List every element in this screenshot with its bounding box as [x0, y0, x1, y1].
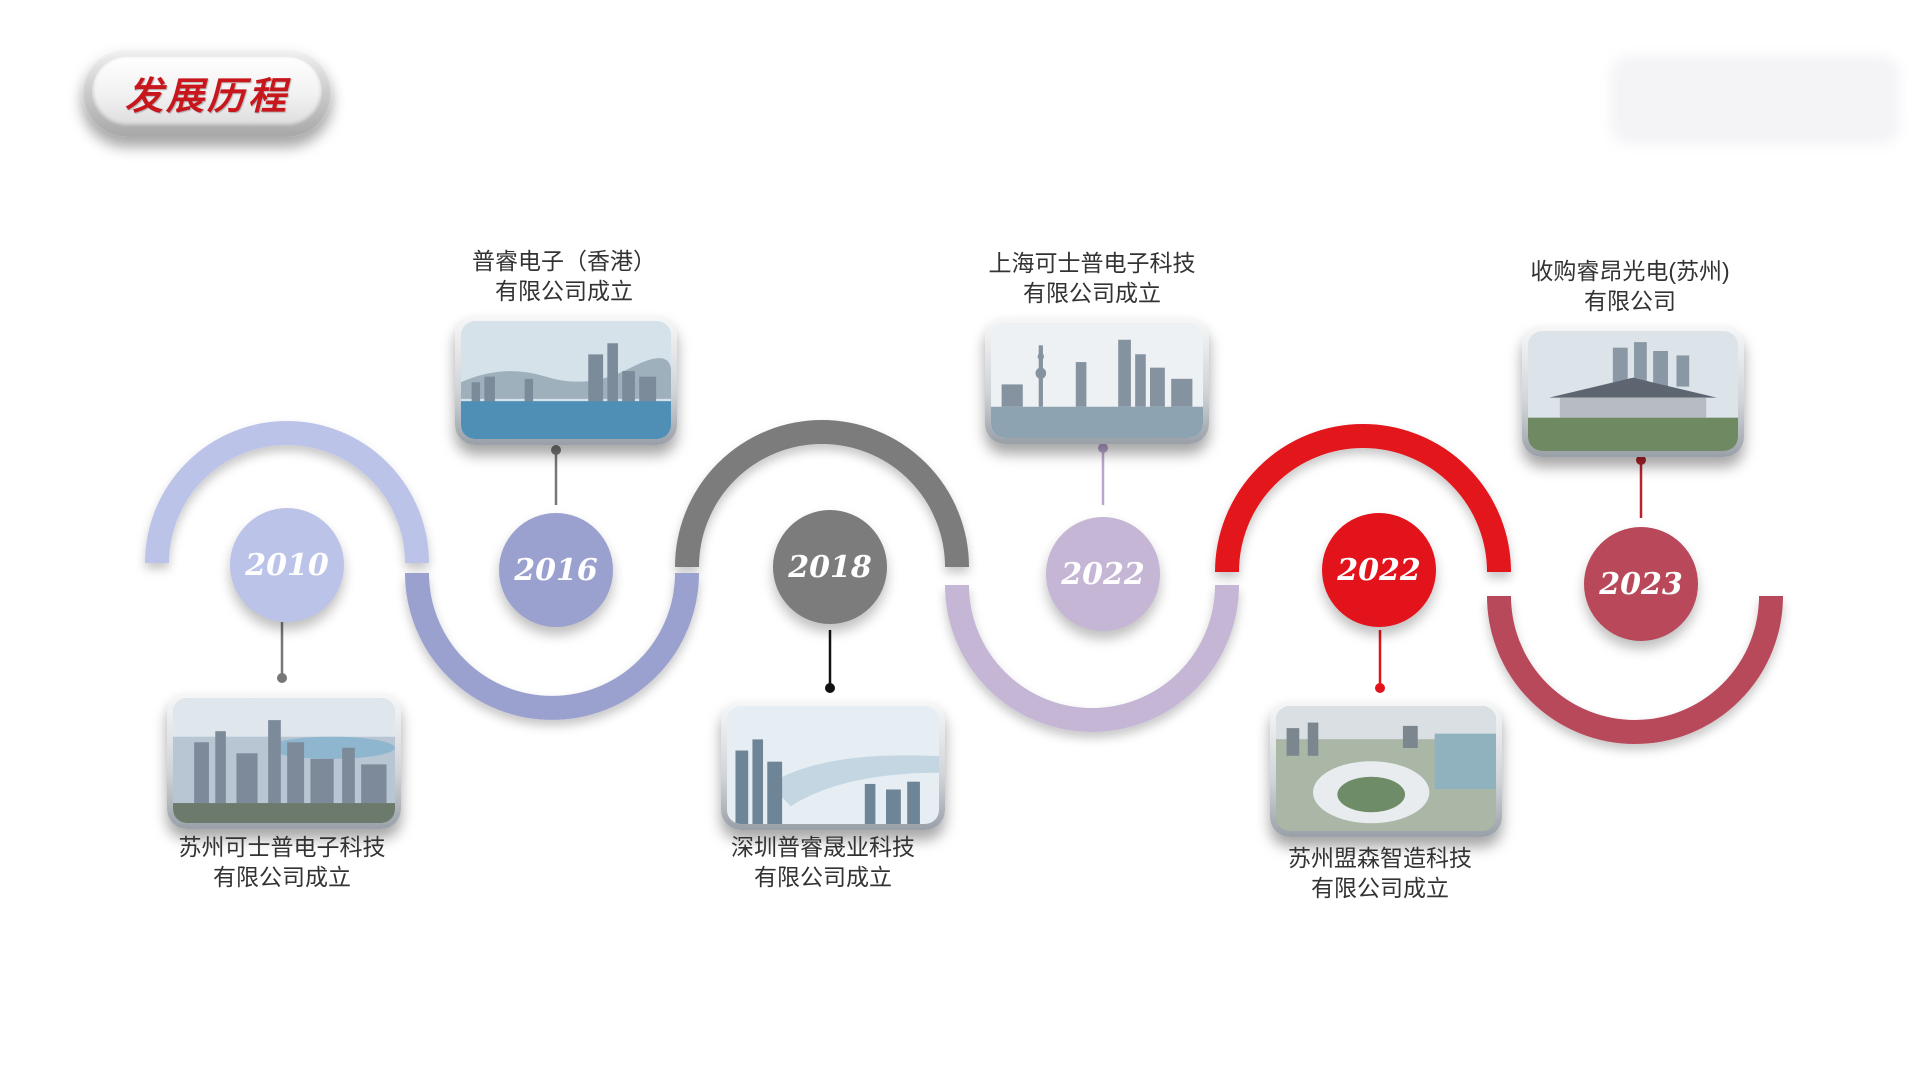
caption-line1: 苏州可士普电子科技	[178, 834, 386, 860]
caption-line2: 有限公司成立	[495, 278, 633, 304]
decorative-ghost-box	[1610, 55, 1900, 145]
year-label: 2016	[514, 552, 598, 588]
photo-card-2023[interactable]	[1522, 325, 1744, 457]
connector-dot-2022a	[1098, 443, 1108, 453]
caption-line2: 有限公司成立	[1311, 875, 1449, 901]
caption-2018: 深圳普睿晟业科技 有限公司成立	[703, 832, 943, 892]
year-circle-2018[interactable]: 2018	[773, 510, 887, 624]
connector-dot-2010	[277, 673, 287, 683]
wave-segment-6	[1487, 595, 1783, 744]
photo-card-2010[interactable]	[167, 692, 401, 829]
caption-line1: 苏州盟森智造科技	[1288, 845, 1472, 871]
caption-line2: 有限公司成立	[1023, 280, 1161, 306]
page-title: 发展历程	[124, 72, 289, 118]
connector-dot-2016	[551, 445, 561, 455]
hongkong-harbor-photo	[461, 321, 671, 439]
wave-segment-3	[675, 420, 969, 568]
caption-line1: 深圳普睿晟业科技	[731, 834, 915, 860]
convention-center-photo	[1528, 331, 1738, 451]
caption-2016: 普睿电子（香港） 有限公司成立	[444, 246, 684, 306]
title-badge: 发展历程	[82, 47, 332, 137]
caption-line2: 有限公司成立	[213, 864, 351, 890]
caption-2023: 收购睿昂光电(苏州) 有限公司	[1500, 256, 1760, 316]
year-label: 2018	[788, 549, 872, 585]
year-circle-2023[interactable]: 2023	[1584, 527, 1698, 641]
caption-line2: 有限公司成立	[754, 864, 892, 890]
wave-segment-2	[405, 572, 699, 720]
caption-line1: 上海可士普电子科技	[988, 250, 1196, 276]
year-circle-2010[interactable]: 2010	[230, 508, 344, 622]
caption-line2: 有限公司	[1584, 288, 1676, 314]
year-circle-2022a[interactable]: 2022	[1046, 517, 1160, 631]
connector-dot-2023	[1636, 455, 1646, 465]
suzhou-skyline-photo	[173, 698, 395, 823]
wave-segment-1	[145, 421, 429, 564]
caption-2022b: 苏州盟森智造科技 有限公司成立	[1260, 843, 1500, 903]
year-label: 2022	[1061, 556, 1145, 592]
year-circle-2016[interactable]: 2016	[499, 513, 613, 627]
year-label: 2022	[1337, 552, 1421, 588]
caption-2010: 苏州可士普电子科技 有限公司成立	[162, 832, 402, 892]
caption-2022a: 上海可士普电子科技 有限公司成立	[962, 248, 1222, 308]
wave-segment-4	[945, 584, 1239, 732]
wave-segment-5	[1215, 424, 1511, 573]
year-circle-2022b[interactable]: 2022	[1322, 513, 1436, 627]
photo-card-2018[interactable]	[721, 700, 945, 830]
caption-line1: 普睿电子（香港）	[472, 248, 656, 274]
suzhou-stadium-photo	[1276, 706, 1496, 831]
connector-dot-2022b	[1375, 683, 1385, 693]
caption-line1: 收购睿昂光电(苏州)	[1530, 258, 1730, 284]
shenzhen-river-photo	[727, 706, 939, 824]
title-badge-inner: 发展历程	[92, 57, 322, 127]
connector-dot-2018	[825, 683, 835, 693]
photo-card-2022b[interactable]	[1270, 700, 1502, 837]
shanghai-bund-photo	[991, 323, 1203, 438]
year-label: 2010	[245, 547, 329, 583]
photo-card-2016[interactable]	[455, 315, 677, 445]
year-label: 2023	[1599, 566, 1683, 602]
photo-card-2022a[interactable]	[985, 317, 1209, 444]
